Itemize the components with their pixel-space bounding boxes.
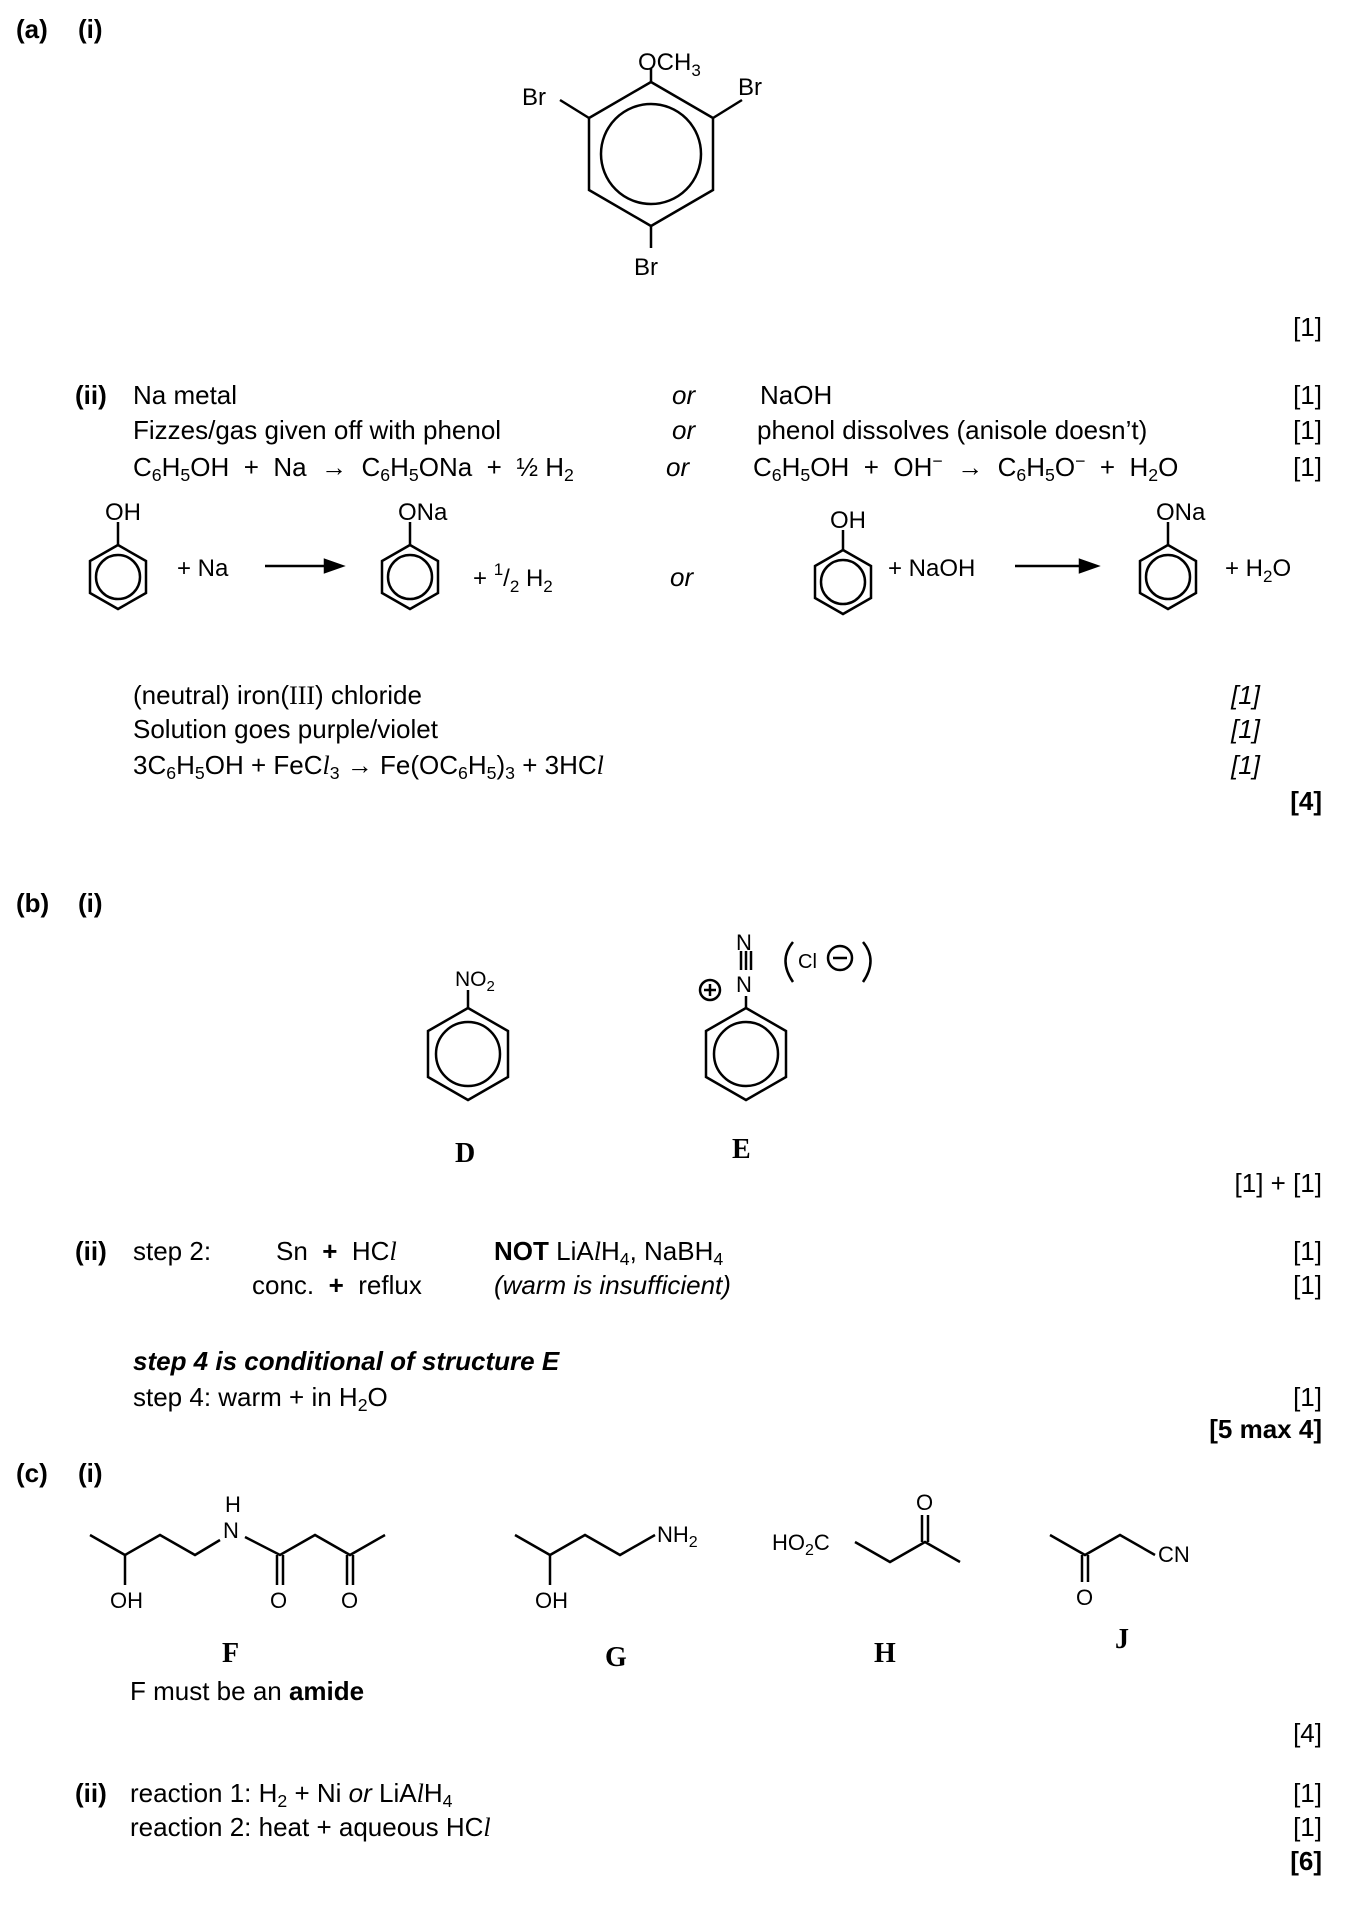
- oh-label: OH: [105, 499, 141, 526]
- mark: [1]: [1293, 415, 1322, 445]
- oh-label: OH: [535, 1588, 568, 1613]
- caption-g: G: [605, 1642, 627, 1673]
- mark: [1]: [1293, 380, 1322, 410]
- br-label-bottom: Br: [634, 254, 658, 281]
- row-right: NaOH: [760, 380, 833, 410]
- reaction-2: reaction 2: heat + aqueous HCl: [130, 1812, 491, 1842]
- total-mark: [4]: [1290, 786, 1322, 816]
- mark: [1]: [1231, 714, 1260, 744]
- n-label: N: [736, 972, 752, 997]
- row-right: phenol dissolves (anisole doesn’t): [757, 415, 1148, 445]
- not-reagents: NOT LiAlH4, NaBH4: [494, 1236, 724, 1269]
- oh-label: OH: [110, 1588, 143, 1613]
- o-label: O: [1076, 1585, 1093, 1610]
- o-label: O: [341, 1588, 358, 1613]
- plus-h2o: + H2O: [1225, 555, 1291, 586]
- oh-label: OH: [830, 507, 866, 534]
- n-label: N: [223, 1518, 239, 1543]
- part-a-ii-label: (ii): [75, 380, 107, 410]
- caption-e: E: [732, 1134, 751, 1165]
- tribromoanisole-structure: OCH3 Br Br Br: [522, 49, 762, 281]
- structure-h-acetoacetic-acid: HO2C O: [772, 1490, 961, 1564]
- mark: [1]: [1293, 1812, 1322, 1842]
- nh2-label: NH2: [657, 1522, 698, 1551]
- br-label-left: Br: [522, 84, 546, 111]
- mark: [1]: [1293, 1778, 1322, 1808]
- fecl3-equation: 3C6H5OH + FeCl3 → Fe(OC6H5)3 + 3HCl: [133, 750, 604, 783]
- no2-label: NO2: [455, 968, 495, 995]
- caption-f: F: [222, 1638, 240, 1669]
- part-c-i-label: (i): [78, 1458, 103, 1488]
- conc-reflux: conc. + reflux: [252, 1270, 422, 1300]
- cn-label: CN: [1158, 1542, 1190, 1567]
- ona-label: ONa: [398, 499, 448, 526]
- caption-h: H: [874, 1638, 896, 1669]
- mark: [1]: [1293, 452, 1322, 482]
- part-c-ii-label: (ii): [75, 1778, 107, 1808]
- plus-naoh: + NaOH: [888, 555, 975, 582]
- ona-label: ONa: [1156, 499, 1206, 526]
- h-label: H: [225, 1492, 241, 1517]
- part-c-label: (c): [16, 1458, 48, 1488]
- part-b-label: (b): [16, 888, 50, 918]
- structure-g-aminobutanol: NH2 OH: [514, 1522, 698, 1613]
- structure-j-ketonitrile: CN O: [1049, 1533, 1190, 1610]
- och3-label: OCH: [638, 49, 691, 76]
- mark: [1]: [1231, 750, 1260, 780]
- n-label: N: [736, 930, 752, 955]
- phenol-reaction-scheme: OH + Na ONa + 1/2 H2 or OH + NaOH ONa + …: [88, 499, 1291, 616]
- row-left: Na metal: [133, 380, 238, 410]
- plus-na: + Na: [177, 555, 229, 582]
- mark: [1] + [1]: [1234, 1168, 1322, 1198]
- svg-text:OCH3: OCH3: [638, 49, 701, 80]
- mark: [1]: [1293, 1382, 1322, 1412]
- fecl3-observation: Solution goes purple/violet: [133, 714, 438, 744]
- mark: [1]: [1293, 1270, 1322, 1300]
- structure-d-nitrobenzene: NO2: [426, 968, 510, 1102]
- br-label-right: Br: [738, 74, 762, 101]
- half-h2: + 1/2 H2: [473, 560, 553, 596]
- or-text: or: [670, 562, 694, 592]
- row-left: Fizzes/gas given off with phenol: [133, 415, 502, 445]
- mark: [1]: [1231, 680, 1260, 710]
- part-a-label: (a): [16, 14, 48, 44]
- amide-note: F must be an amide: [130, 1676, 365, 1706]
- equation-hydroxide: C6H5OH + OH− → C6H5O− + H2O: [753, 451, 1179, 485]
- conditional-note: step 4 is conditional of structure E: [133, 1346, 560, 1376]
- structure-f-amide: H N OH O O: [89, 1492, 386, 1613]
- ho2c-label: HO2C: [772, 1530, 830, 1559]
- or-text: or: [666, 452, 690, 482]
- structure-e-diazonium: N N Cl: [698, 930, 872, 1102]
- total-mark: [5 max 4]: [1209, 1414, 1322, 1444]
- mark: [4]: [1293, 1718, 1322, 1748]
- cl-label: Cl: [798, 951, 817, 973]
- step2-label: step 2:: [133, 1236, 212, 1266]
- part-b-ii-label: (ii): [75, 1236, 107, 1266]
- or-text: or: [672, 380, 696, 410]
- mark: [1]: [1293, 1236, 1322, 1266]
- sn-hcl: Sn + HCl: [276, 1236, 397, 1266]
- warm-note: (warm is insufficient): [494, 1270, 731, 1300]
- o-label: O: [916, 1490, 933, 1515]
- part-a-i-label: (i): [78, 14, 103, 44]
- reaction-1: reaction 1: H2 + Ni or LiAlH4: [130, 1778, 453, 1811]
- equation-sodium: C6H5OH + Na → C6H5ONa + ½ H2: [133, 452, 574, 485]
- caption-d: D: [455, 1138, 476, 1169]
- total-mark: [6]: [1290, 1846, 1322, 1876]
- part-b-i-label: (i): [78, 888, 103, 918]
- or-text: or: [672, 415, 696, 445]
- o-label: O: [270, 1588, 287, 1613]
- caption-j: J: [1115, 1624, 1129, 1655]
- mark: [1]: [1293, 312, 1322, 342]
- fecl3-reagent: (neutral) iron(III) chloride: [133, 680, 422, 710]
- step4: step 4: warm + in H2O: [133, 1382, 388, 1415]
